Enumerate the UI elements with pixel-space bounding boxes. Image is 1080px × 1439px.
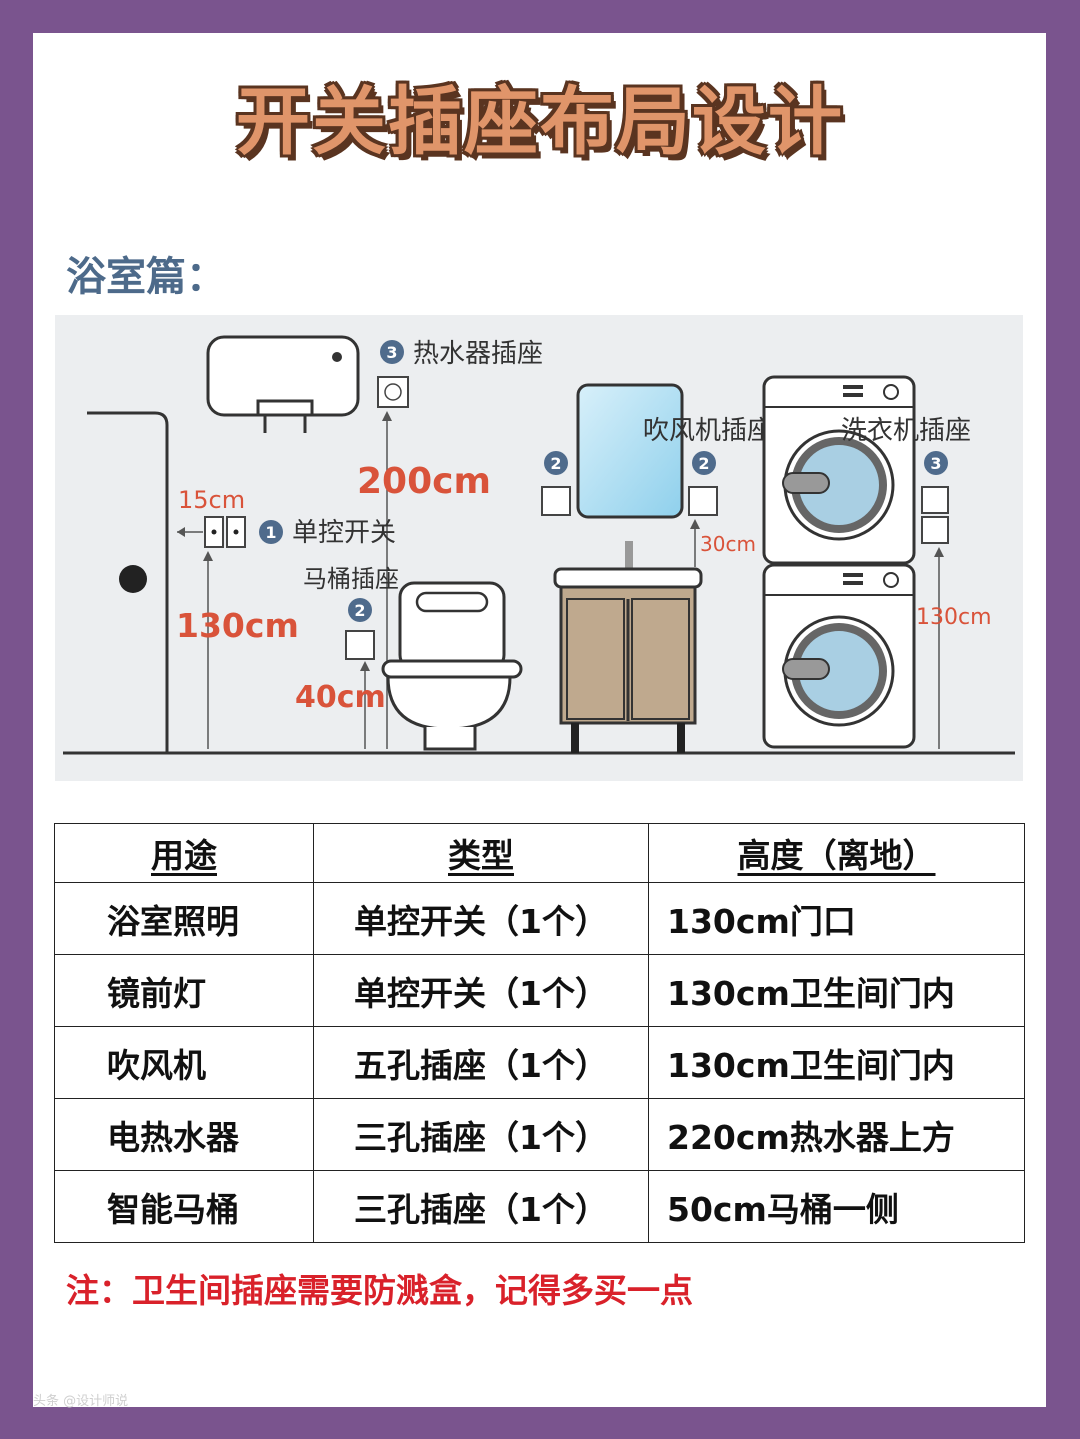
watermark: 头条 @设计师说 — [33, 1394, 129, 1409]
cell-height: 130cm门口 — [648, 882, 1025, 955]
table-header-row: 用途 类型 高度（离地） — [54, 823, 1025, 883]
cell-type: 五孔插座（1个） — [313, 1026, 649, 1099]
water-heater — [206, 335, 360, 433]
toilet-socket-number: 2 — [354, 601, 365, 620]
height-130-left-label: 130cm — [176, 606, 299, 645]
height-200-label: 200cm — [357, 461, 491, 502]
header-height: 高度（离地） — [648, 823, 1025, 883]
cell-type: 单控开关（1个） — [313, 954, 649, 1027]
washer-socket-label: 洗衣机插座 — [841, 416, 971, 446]
header-type: 类型 — [313, 823, 649, 883]
cell-usage: 吹风机 — [54, 1026, 314, 1099]
cell-usage: 镜前灯 — [54, 954, 314, 1027]
washer-socket-number: 3 — [930, 454, 941, 473]
vanity-cabinet — [553, 541, 703, 753]
cell-usage: 智能马桶 — [54, 1170, 314, 1243]
mirror — [576, 383, 684, 519]
cell-type: 三孔插座（1个） — [313, 1098, 649, 1171]
dryer-socket-label: 吹风机插座 — [643, 416, 773, 446]
toilet-socket-icon — [345, 630, 375, 660]
switch-icon — [204, 516, 246, 548]
table-row: 吹风机 五孔插座（1个） 130cm卫生间门内 — [54, 1026, 1025, 1099]
dryer-left-number: 2 — [550, 454, 561, 473]
door-knob — [119, 565, 147, 593]
cell-usage: 浴室照明 — [54, 882, 314, 955]
cell-height: 130cm卫生间门内 — [648, 1026, 1025, 1099]
dryer-right-socket-icon — [688, 486, 718, 516]
toilet-socket-label: 马桶插座 — [303, 565, 399, 593]
washer-socket-icon-2 — [921, 516, 949, 544]
cell-type: 单控开关（1个） — [313, 882, 649, 955]
cell-usage: 电热水器 — [54, 1098, 314, 1171]
washer-socket-icon-1 — [921, 486, 949, 514]
heater-socket-number: 3 — [386, 343, 397, 362]
header-usage: 用途 — [54, 823, 314, 883]
table-row: 智能马桶 三孔插座（1个） 50cm马桶一侧 — [54, 1170, 1025, 1243]
height-15-label: 15cm — [178, 486, 245, 514]
footnote: 注：卫生间插座需要防溅盒，记得多买一点 — [66, 1271, 693, 1310]
height-130-right-label: 130cm — [916, 605, 992, 630]
washing-machine — [762, 563, 916, 749]
heater-socket-label: 热水器插座 — [413, 339, 543, 369]
dryer-left-socket-icon — [541, 486, 571, 516]
heater-socket-icon — [377, 376, 409, 408]
switch-label: 单控开关 — [292, 518, 396, 548]
page-title: 开关插座布局设计 — [236, 79, 844, 165]
cell-height: 50cm马桶一侧 — [648, 1170, 1025, 1243]
height-40-label: 40cm — [295, 680, 386, 715]
socket-table: 用途 类型 高度（离地） 浴室照明 单控开关（1个） 130cm门口 镜前灯 单… — [54, 823, 1025, 1243]
cell-height: 130cm卫生间门内 — [648, 954, 1025, 1027]
bathroom-diagram: 3 热水器插座 200cm 15cm 1 单控开关 130cm 马桶插座 2 4… — [55, 315, 1023, 781]
cell-type: 三孔插座（1个） — [313, 1170, 649, 1243]
table-row: 浴室照明 单控开关（1个） 130cm门口 — [54, 882, 1025, 955]
height-30-label: 30cm — [700, 532, 756, 556]
section-subtitle: 浴室篇： — [66, 254, 226, 300]
toilet — [381, 581, 523, 751]
dryer-machine-top — [762, 375, 916, 565]
switch-number: 1 — [265, 523, 276, 542]
table-row: 镜前灯 单控开关（1个） 130cm卫生间门内 — [54, 954, 1025, 1027]
dryer-right-number: 2 — [698, 454, 709, 473]
table-row: 电热水器 三孔插座（1个） 220cm热水器上方 — [54, 1098, 1025, 1171]
cell-height: 220cm热水器上方 — [648, 1098, 1025, 1171]
